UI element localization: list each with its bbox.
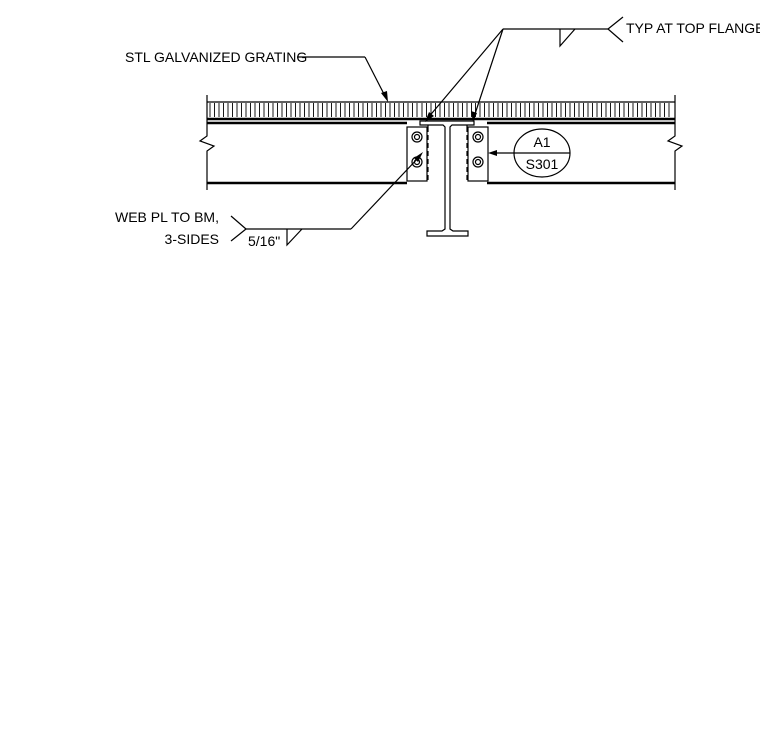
break-line-left bbox=[198, 95, 216, 190]
grating-leader bbox=[297, 56, 388, 102]
callout-sheet-number: S301 bbox=[526, 156, 559, 172]
web-plate-left bbox=[406, 126, 428, 182]
section-callout: A1 S301 bbox=[488, 128, 571, 178]
wide-flange-beam-section bbox=[419, 120, 475, 237]
floor-beam bbox=[207, 121, 675, 185]
grating-band bbox=[207, 101, 675, 121]
callout-detail-number: A1 bbox=[533, 134, 550, 150]
typ-top-flange-label: TYP AT TOP FLANGE bbox=[626, 20, 760, 36]
top-flange-weld-leader bbox=[425, 16, 624, 122]
web-plate-weld-leader bbox=[230, 152, 423, 247]
web-plate-right bbox=[467, 126, 489, 182]
break-line-right bbox=[666, 95, 684, 190]
web-plate-label-line1: WEB PL TO BM, bbox=[115, 209, 219, 225]
grating-label: STL GALVANIZED GRATING bbox=[125, 49, 307, 65]
web-plate-label-line2: 3-SIDES bbox=[165, 231, 219, 247]
grating-bearing-bars bbox=[209, 103, 670, 117]
weld-size-label: 5/16" bbox=[248, 233, 280, 249]
